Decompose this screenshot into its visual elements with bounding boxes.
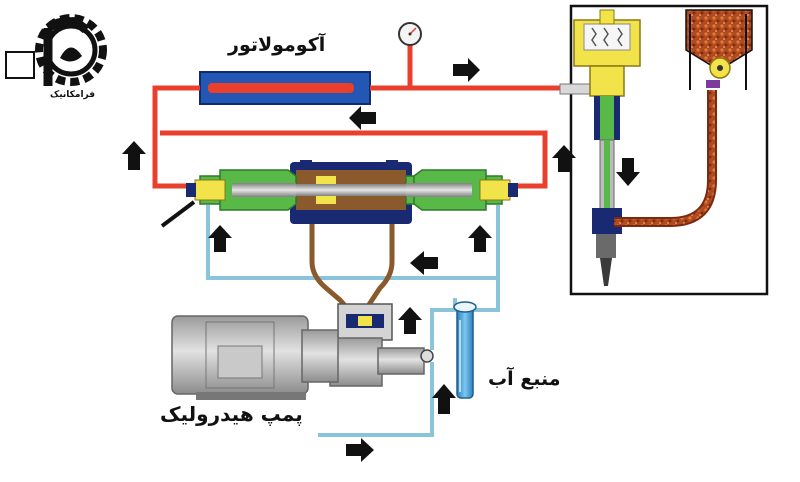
water-source <box>453 301 477 399</box>
hydraulic-pump-label: پمپ هیدرولیک <box>160 402 303 426</box>
flow-arrow-icon <box>398 307 422 334</box>
flow-arrow-icon <box>410 251 438 275</box>
logo <box>5 14 107 86</box>
logo-gear-icon <box>5 14 107 86</box>
flow-arrow-icon <box>552 145 576 172</box>
oil-line <box>309 212 395 319</box>
intensifier <box>186 160 518 224</box>
flow-arrow-icon <box>346 438 374 462</box>
cutting-head-panel <box>559 4 769 296</box>
pressure-gauge-icon <box>398 22 422 46</box>
water-source-label: منبع آب <box>488 368 561 390</box>
accumulator-label: آکومولاتور <box>228 34 326 56</box>
flow-arrow-icon <box>349 106 376 130</box>
flow-arrow-icon <box>208 225 232 252</box>
callout-line <box>160 200 196 228</box>
flow-arrow-icon <box>122 141 146 170</box>
flow-arrows <box>122 58 640 462</box>
high-pressure-line <box>152 42 560 189</box>
flow-arrow-icon <box>432 384 456 414</box>
electric-motor <box>171 315 339 400</box>
flow-arrow-icon <box>453 58 480 82</box>
accumulator <box>199 71 371 105</box>
logo-text: فرامکانیک <box>50 90 96 100</box>
flow-arrow-icon <box>616 158 640 186</box>
flow-arrow-icon <box>468 225 492 252</box>
